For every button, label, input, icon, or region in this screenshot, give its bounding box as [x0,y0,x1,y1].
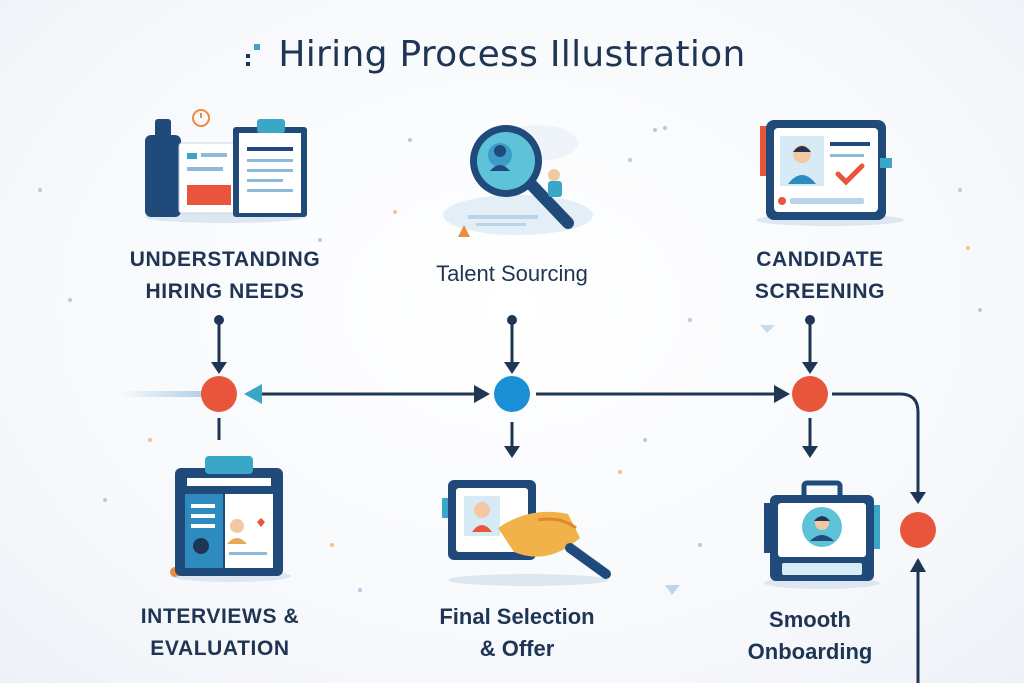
page-title: Hiring Process Illustration [278,34,746,75]
arrow-head-right [474,385,490,403]
step-label-selection: Final Selection & Offer [439,604,595,661]
onboarding-badge-icon [764,480,880,589]
step-label-screening: CANDIDATE SCREENING [754,248,886,303]
node-understanding [201,376,237,412]
arrow-head-down [211,362,227,374]
interview-clipboard-icon [170,456,291,582]
step-label-interviews: INTERVIEWS & EVALUATION [140,605,300,660]
node-sourcing [494,376,530,412]
arrow-head-right [774,385,790,403]
node-loop [900,512,936,548]
connector-loop [832,392,920,500]
profile-screen-icon [756,120,904,226]
step-label-understanding: UNDERSTANDING HIRING NEEDS [129,248,321,303]
step-label-sourcing: Talent Sourcing [436,261,588,286]
arrow-head-down [504,362,520,374]
magnifier-search-icon [443,125,593,237]
step-label-onboarding: Smooth Onboarding [747,607,873,664]
node-screening [792,376,828,412]
title-decoration-icon [246,44,260,66]
arrow-head-down [802,362,818,374]
handshake-icon [442,480,611,586]
clipboard-icon [145,109,307,223]
fade-line [120,391,210,397]
arrow-head-left [244,384,262,404]
